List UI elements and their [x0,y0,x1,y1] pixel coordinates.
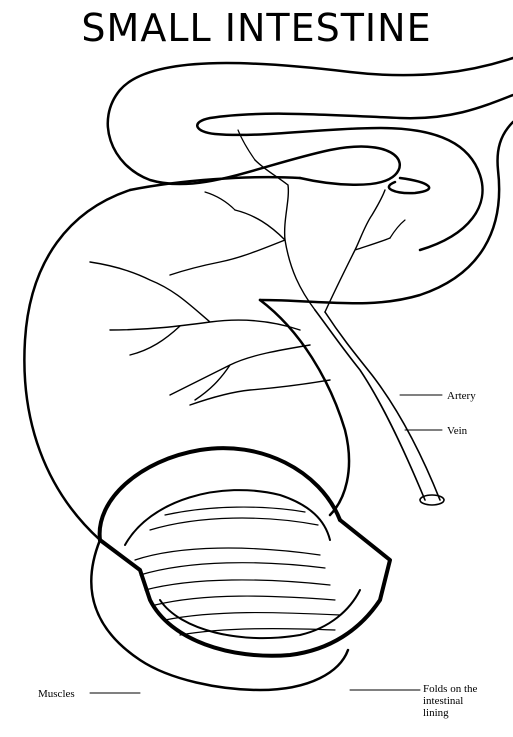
intestine-body [24,190,349,690]
label-folds-line1: Folds on the [423,683,478,695]
intestine-loop [108,58,513,303]
label-artery: Artery [447,390,476,402]
label-folds-line3: lining [423,707,449,719]
blood-vessel-branches [90,130,444,505]
label-muscles: Muscles [38,688,75,700]
label-vein: Vein [447,425,468,437]
label-leaders [90,395,442,693]
label-folds-line2: intestinal [423,695,463,707]
